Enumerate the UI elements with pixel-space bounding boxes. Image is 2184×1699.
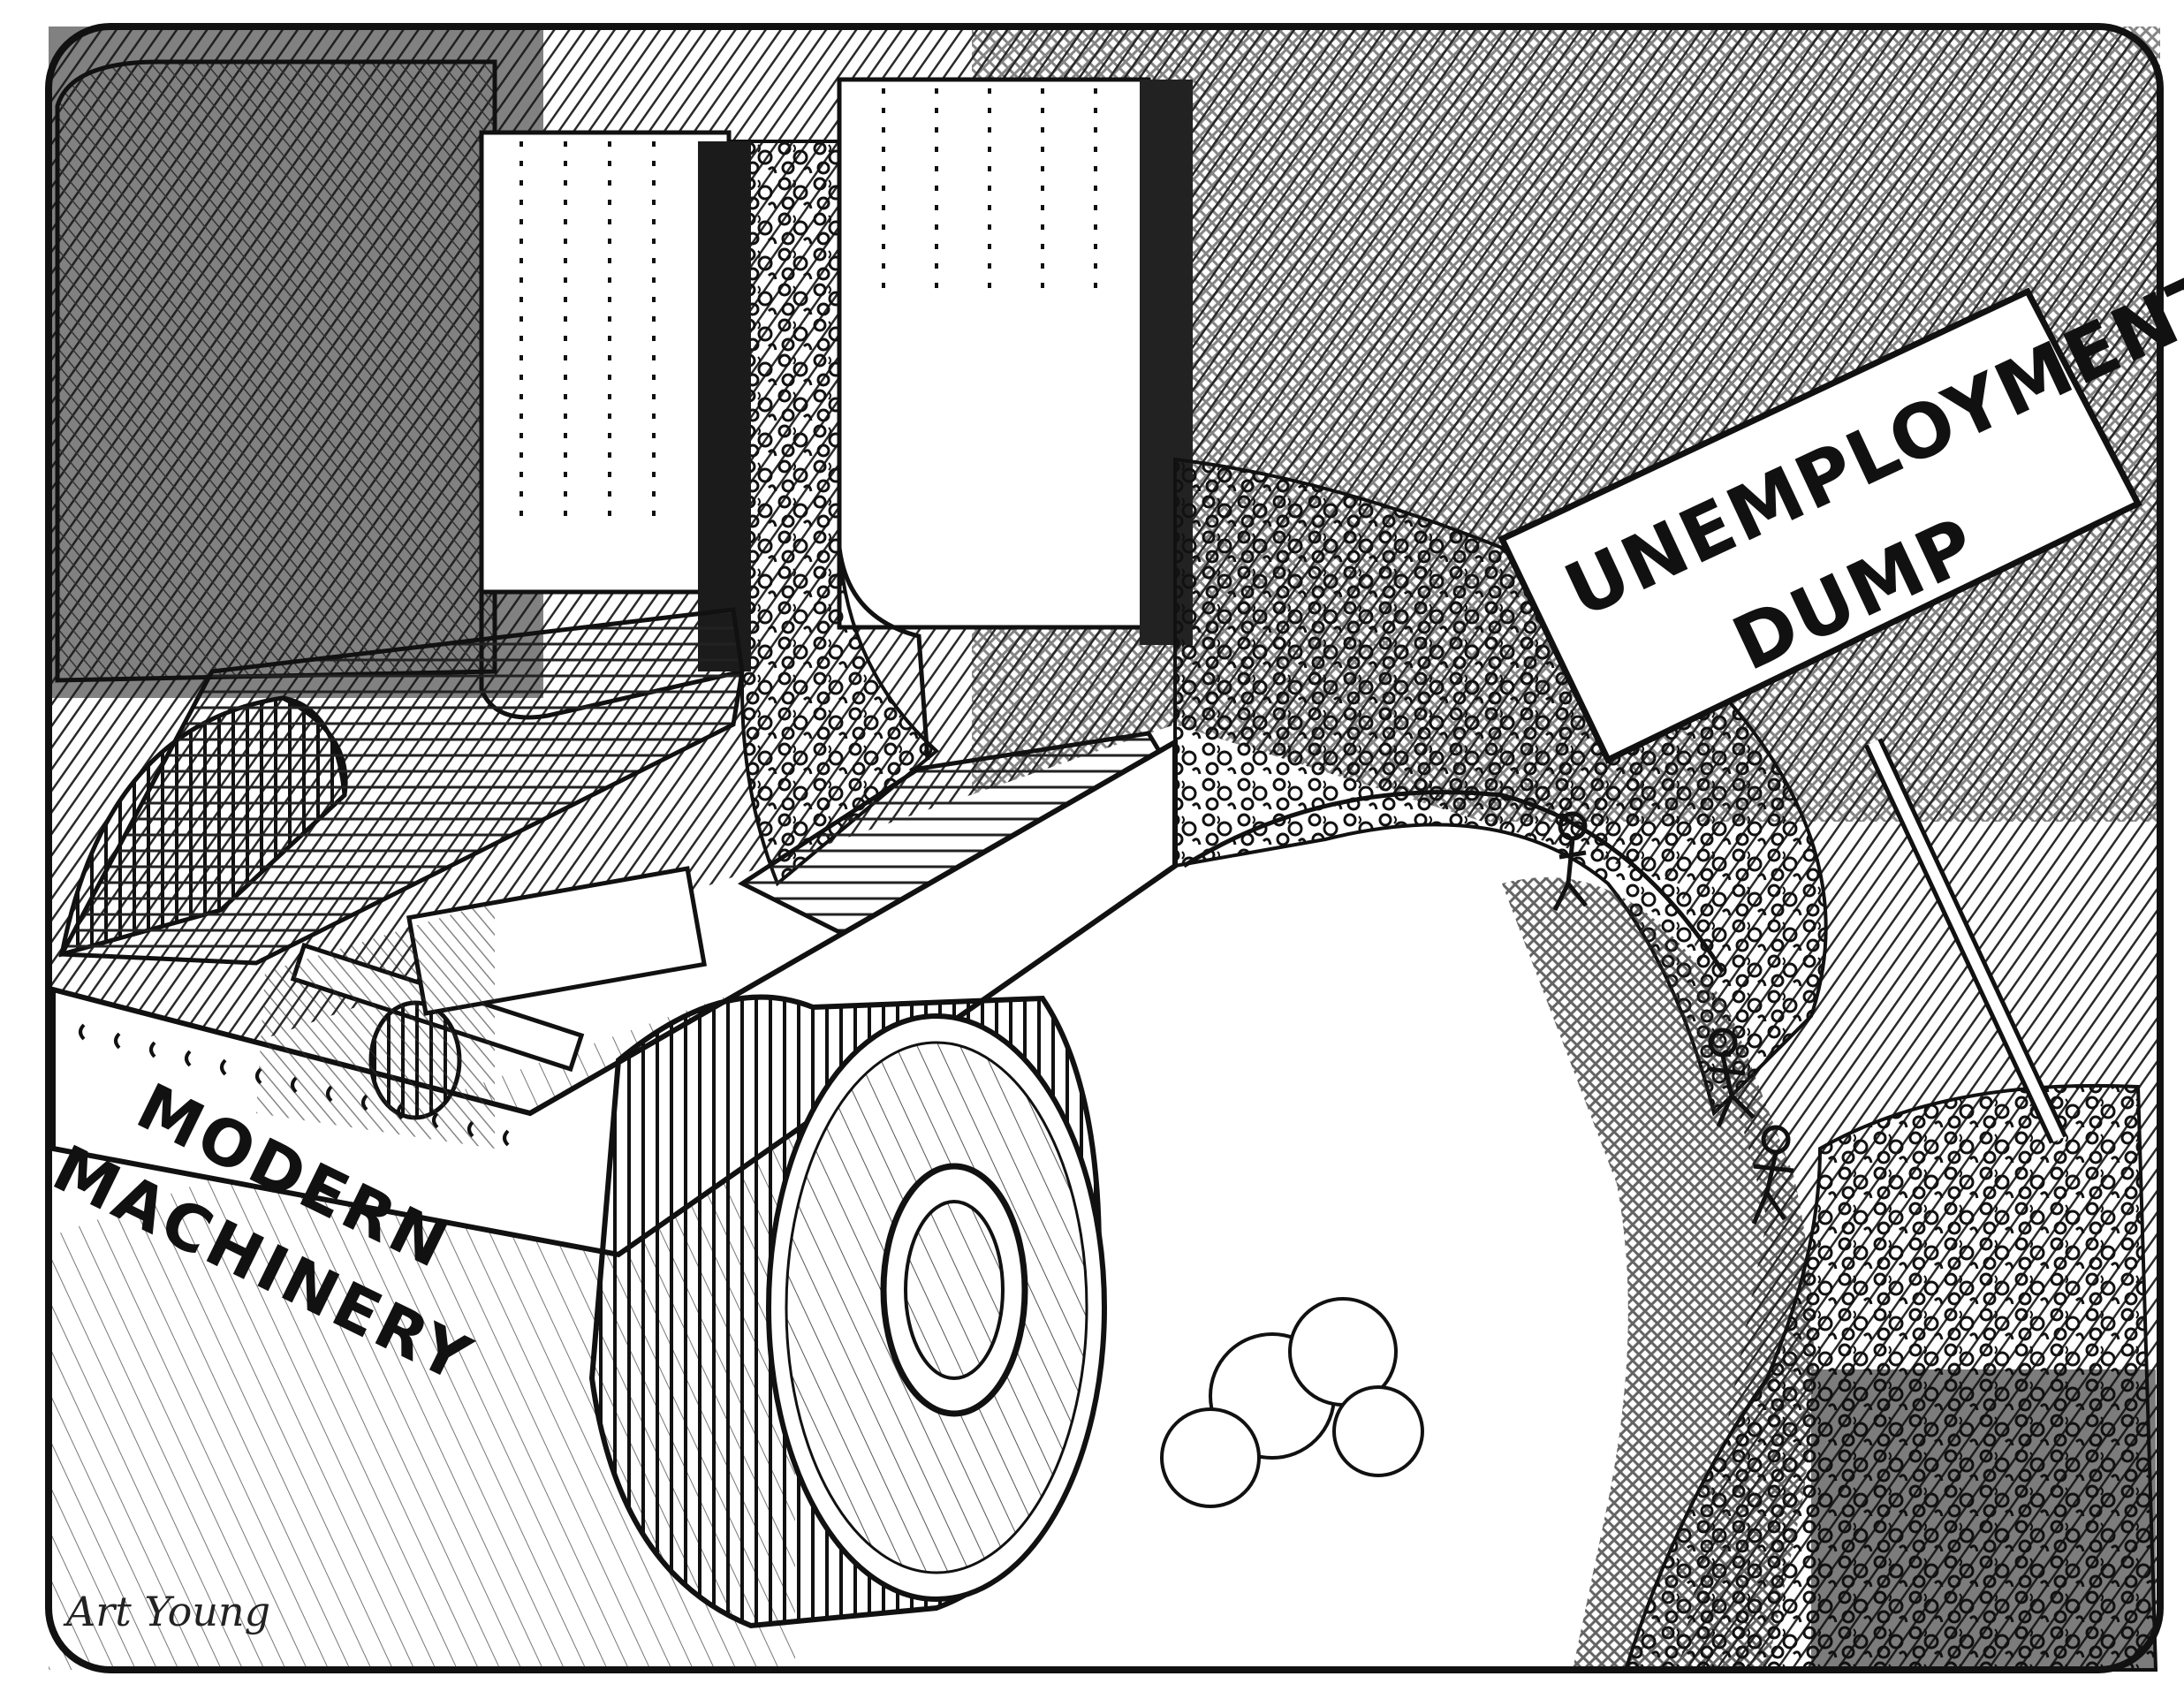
dust-cloud	[1160, 1297, 1424, 1508]
falling-workers	[1552, 811, 1794, 1225]
gear-shaft	[256, 866, 708, 1149]
right-press-plate	[837, 77, 1193, 761]
front-wheel	[588, 994, 1107, 1629]
machine-back-wall	[55, 59, 497, 683]
artist-signature: Art Young	[63, 1588, 270, 1635]
conveyor-bed	[57, 607, 745, 966]
